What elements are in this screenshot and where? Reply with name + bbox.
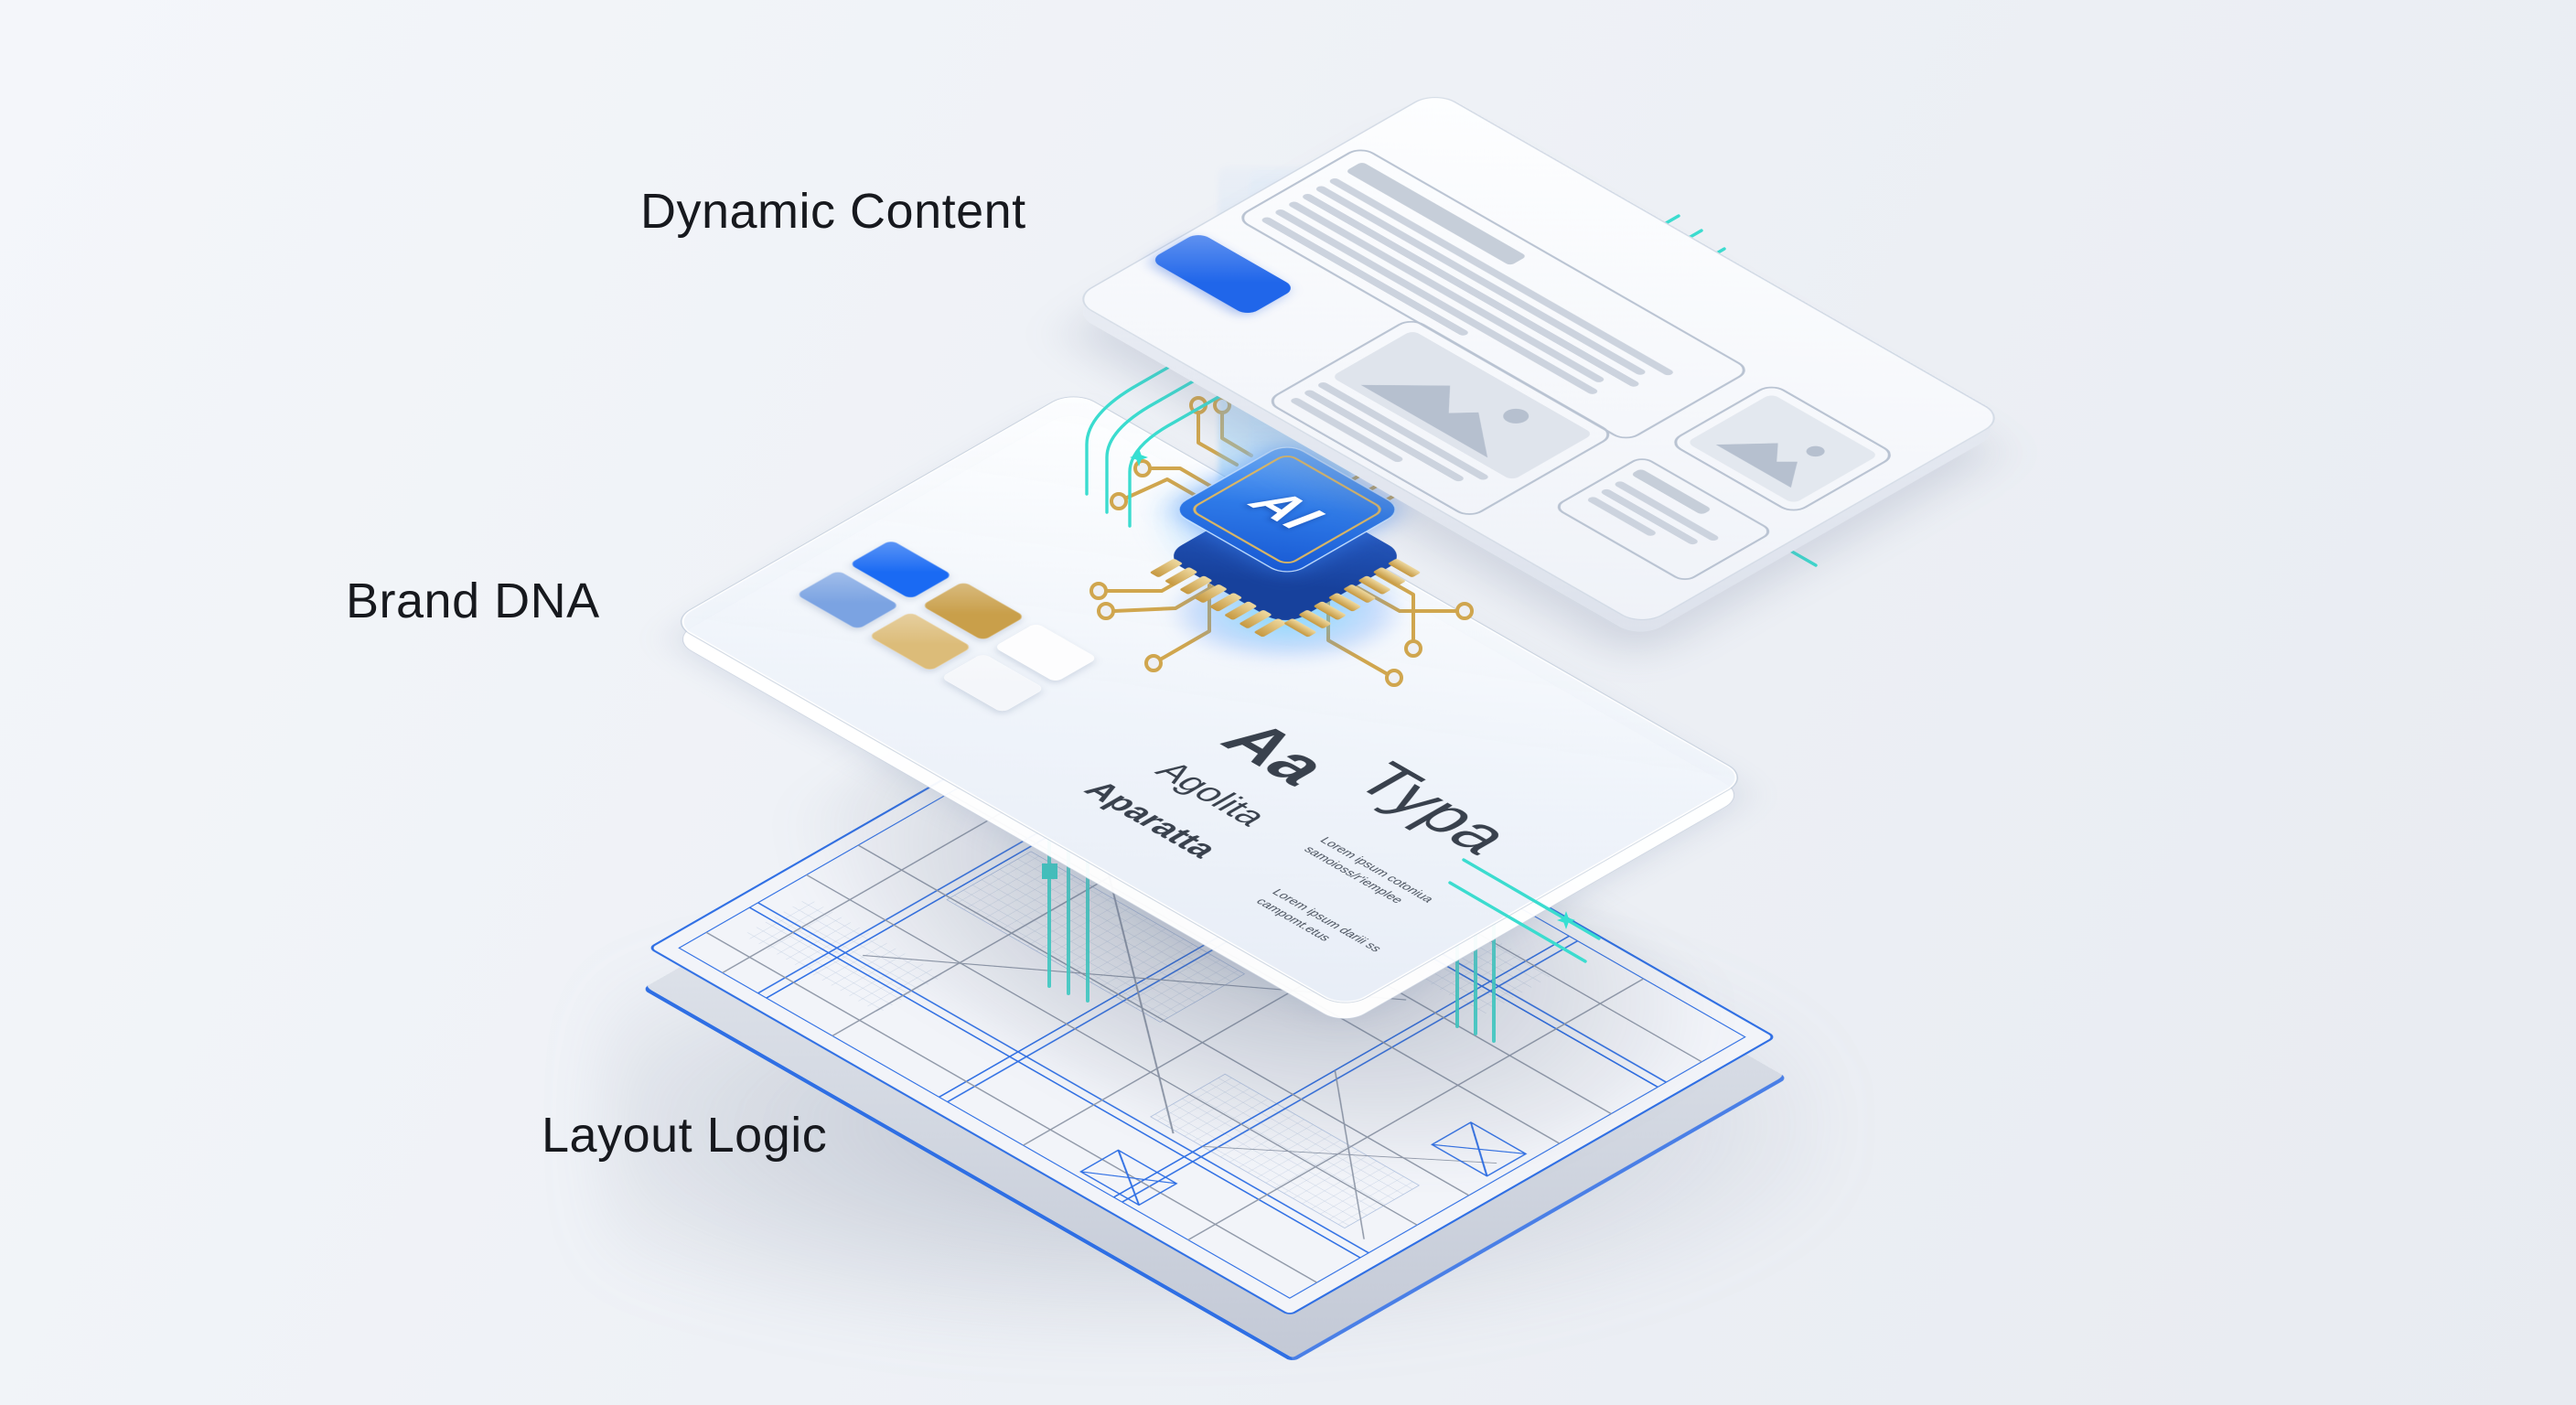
type-specimen-word: Typa [1337, 753, 1530, 863]
paragraph-lines [1585, 480, 1732, 563]
cta-button-placeholder [1149, 231, 1297, 316]
image-card-small [1667, 381, 1899, 516]
image-placeholder-icon [1686, 393, 1879, 504]
image-card-large [1263, 316, 1617, 520]
lorem-sample-1: Lorem ipsum cotoniua samoioss/r'iemplee [1298, 834, 1438, 915]
brand-color-palette [795, 539, 1099, 713]
label-layout-logic: Layout Logic [542, 1108, 828, 1163]
lorem-sample-2: Lorem ipsum dariii ss campomt.etus [1250, 886, 1386, 964]
dynamic-content-card [1070, 90, 2007, 627]
label-dynamic-content: Dynamic Content [640, 184, 1026, 239]
label-brand-dna: Brand DNA [346, 574, 600, 628]
image-placeholder-icon [1331, 329, 1594, 481]
